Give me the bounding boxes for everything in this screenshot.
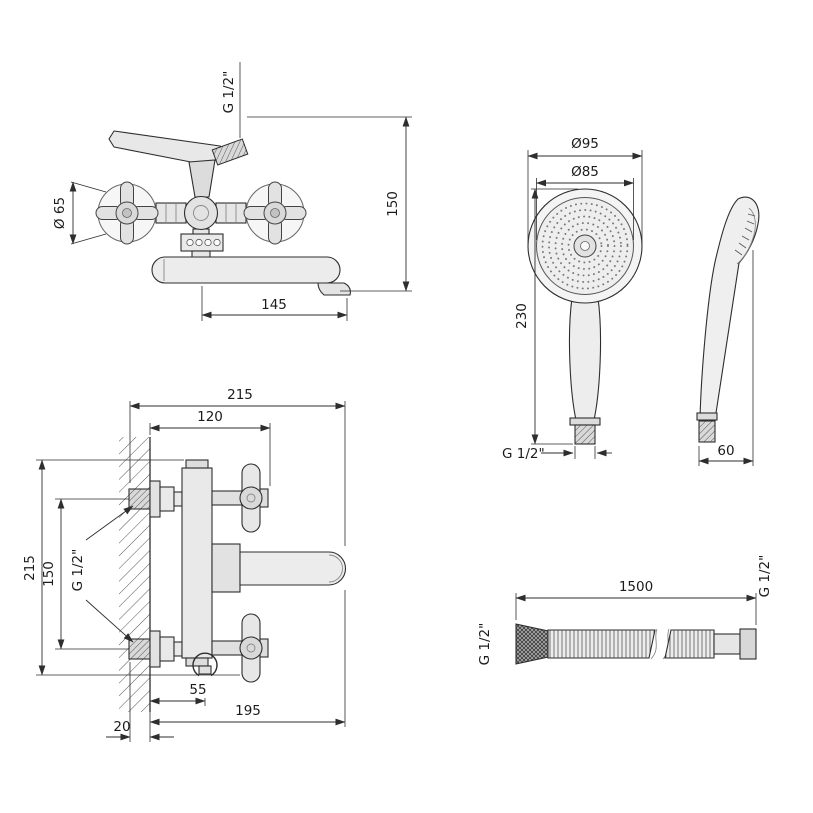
shower-side-thread — [698, 420, 716, 443]
upper-inlet-thread — [128, 488, 151, 510]
nozzle-rings — [541, 202, 629, 290]
dim-head-length: 230 — [514, 303, 530, 329]
spout-front — [151, 256, 341, 284]
spout-outlet — [317, 282, 351, 296]
dim-side-handle-depth: 120 — [197, 409, 223, 425]
faucet-side-body — [181, 467, 213, 659]
dim-side-spout-depth: 195 — [235, 703, 261, 719]
dim-hose-left-thread: G 1/2" — [477, 623, 493, 666]
hose-segment-2 — [664, 629, 715, 659]
left-connector — [155, 202, 187, 224]
spray-face-hatch — [734, 213, 756, 256]
faucet-side-view: 215 120 215 150 G 1/2" 55 195 20 — [22, 387, 347, 742]
dim-faucet-height: 150 — [385, 191, 401, 217]
hose-right-fitting — [713, 633, 741, 655]
dim-hose-length: 1500 — [619, 579, 653, 595]
faucet-lever-mount — [188, 159, 216, 198]
right-cross-handle — [243, 181, 307, 245]
dim-side-wall-depth: 20 — [113, 719, 130, 735]
dim-head-side-width: 60 — [717, 443, 734, 459]
spout-diverter — [211, 543, 241, 593]
faucet-front-view: G 1/2" 150 Ø 65 145 — [52, 62, 412, 321]
lower-inlet-thread — [128, 638, 151, 660]
hose-segment-1 — [547, 629, 656, 659]
hose-right-nut — [739, 628, 757, 660]
wall-hatch — [119, 437, 150, 712]
dim-side-total-depth: 215 — [227, 387, 253, 403]
faucet-top-thread — [211, 138, 249, 166]
shower-thread — [574, 424, 596, 445]
dim-handle-diameter: Ø 65 — [52, 197, 68, 229]
shower-handle — [568, 297, 602, 421]
hose-left-fitting — [515, 623, 549, 665]
shower-head-side-view: 60 — [696, 196, 760, 466]
dim-spout-reach: 145 — [261, 297, 287, 313]
right-connector — [215, 202, 247, 224]
dim-head-thread: G 1/2" — [502, 446, 545, 462]
dim-faucet-top-thread: G 1/2" — [221, 71, 237, 114]
dim-head-face-diameter: Ø85 — [571, 164, 599, 180]
dim-side-inlet-thread: G 1/2" — [70, 549, 86, 592]
dim-side-inlet-spacing: 150 — [41, 561, 57, 587]
handshower-holder — [192, 652, 218, 677]
dim-side-holder-offset: 55 — [189, 682, 206, 698]
faucet-lever — [108, 130, 228, 164]
faucet-body — [183, 195, 219, 231]
dim-head-outer-diameter: Ø95 — [571, 136, 599, 152]
dim-hose-right-thread: G 1/2" — [757, 555, 773, 598]
dim-side-total-height: 215 — [22, 555, 38, 581]
shower-head-front-view: Ø95 Ø85 230 G 1/2" — [502, 136, 643, 462]
shower-hose-view: 1500 G 1/2" G 1/2" — [477, 555, 773, 666]
left-cross-handle — [95, 181, 159, 245]
spout-side — [239, 551, 347, 586]
